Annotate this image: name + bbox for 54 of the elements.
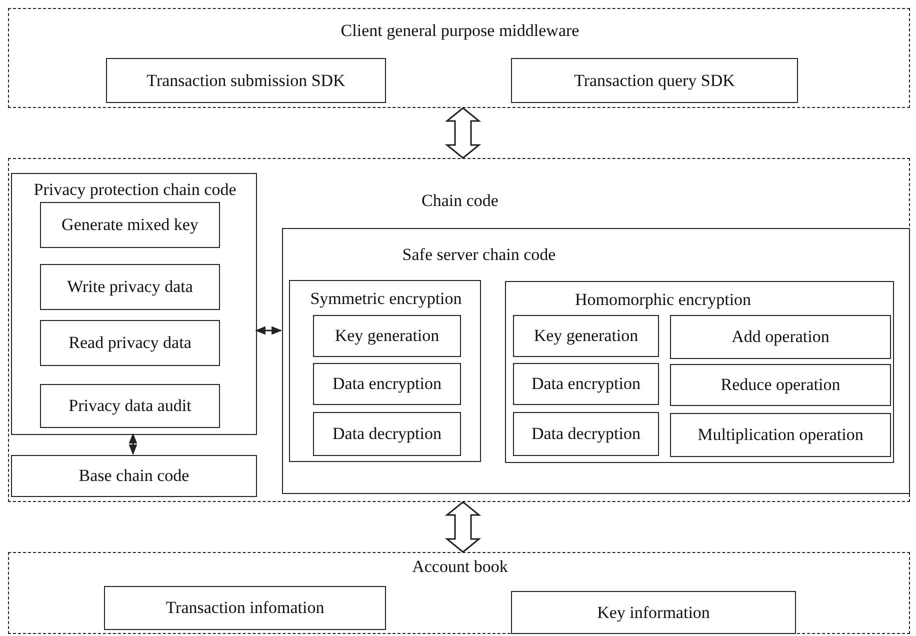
box-label: Data decryption	[332, 424, 442, 444]
box-label: Key generation	[534, 326, 638, 346]
dashed-layer-box	[8, 552, 910, 634]
module-box	[313, 412, 461, 456]
box-label: Key generation	[334, 326, 440, 346]
group-title: Safe server chain code	[402, 245, 556, 265]
double-block-arrow	[444, 501, 482, 553]
module-box	[313, 315, 461, 357]
box-label: Data encryption	[332, 374, 442, 394]
box-label: Generate mixed key	[62, 215, 198, 235]
group-box	[289, 280, 481, 462]
box-label: Multiplication operation	[698, 425, 864, 445]
box-label: Base chain code	[78, 466, 190, 486]
module-box	[11, 455, 257, 497]
dashed-layer-box	[8, 158, 910, 502]
module-box	[104, 586, 386, 630]
box-label: Add operation	[732, 327, 830, 347]
double-arrow	[254, 326, 282, 335]
box-label: Read privacy data	[68, 333, 192, 353]
box-label: Transaction infomation	[166, 598, 324, 618]
module-box	[670, 364, 891, 406]
module-box	[40, 384, 220, 428]
module-box	[40, 264, 220, 310]
box-label: Key information	[597, 602, 710, 622]
box-label: Transaction query SDK	[574, 70, 735, 90]
module-box	[40, 202, 220, 248]
group-title: Homomorphic encryption	[574, 290, 752, 310]
double-arrow	[128, 432, 138, 456]
group-title: Account book	[412, 557, 508, 577]
double-block-arrow	[444, 107, 482, 159]
module-box	[40, 320, 220, 366]
group-box	[505, 281, 894, 463]
dashed-layer-box	[8, 8, 910, 108]
group-title: Client general purpose middleware	[340, 21, 580, 41]
group-box	[282, 228, 910, 494]
module-box	[511, 58, 798, 103]
module-box	[511, 591, 796, 634]
group-title: Chain code	[422, 191, 498, 211]
module-box	[670, 315, 891, 359]
module-box	[513, 315, 659, 357]
module-box	[670, 413, 891, 457]
module-box	[513, 363, 659, 405]
group-title: Privacy protection chain code	[34, 180, 236, 200]
box-label: Reduce operation	[720, 375, 840, 395]
module-box	[106, 58, 386, 103]
group-title: Symmetric encryption	[310, 289, 462, 309]
box-label: Write privacy data	[67, 277, 193, 297]
group-box	[11, 173, 257, 435]
box-label: Privacy data audit	[68, 396, 192, 416]
box-label: Transaction submission SDK	[146, 70, 346, 90]
module-box	[513, 412, 659, 456]
module-box	[313, 363, 461, 405]
box-label: Data encryption	[531, 374, 641, 394]
box-label: Data decryption	[531, 424, 641, 444]
